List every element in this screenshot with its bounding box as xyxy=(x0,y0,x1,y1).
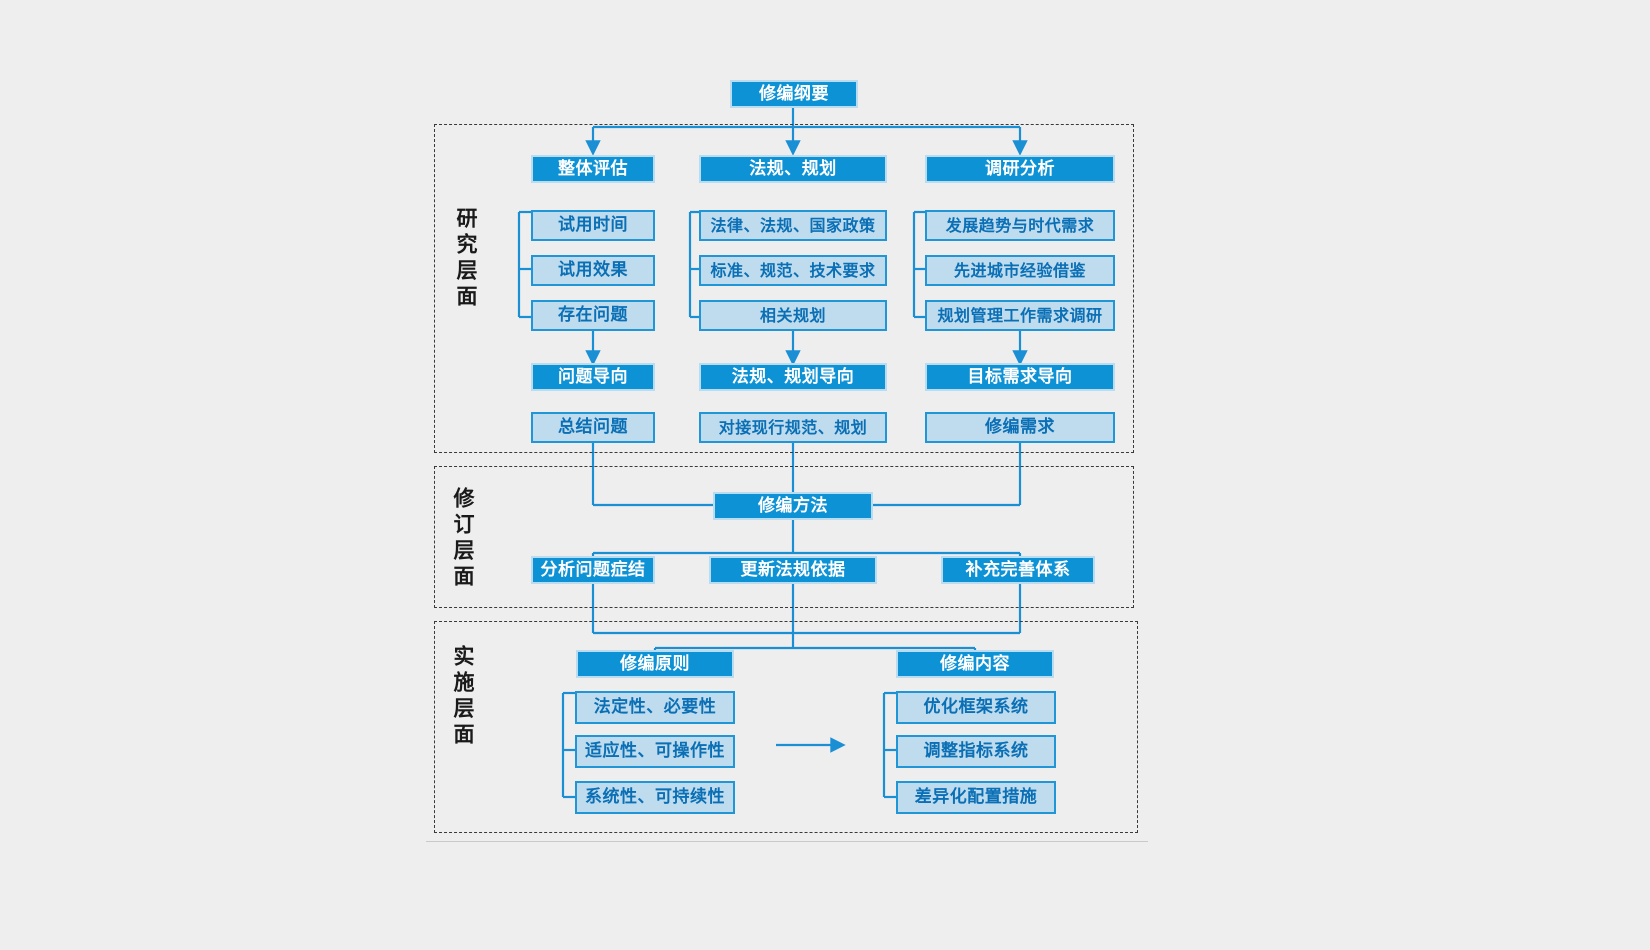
node-research-c2-item-3[interactable]: 相关规划 xyxy=(699,300,887,331)
node-research-c3-item-2[interactable]: 先进城市经验借鉴 xyxy=(925,255,1115,286)
node-implementation-g1-item-1[interactable]: 法定性、必要性 xyxy=(575,691,735,724)
bottom-rule xyxy=(426,841,1148,842)
node-research-c1-item-2[interactable]: 试用效果 xyxy=(531,255,655,286)
node-research-c1-item-3[interactable]: 存在问题 xyxy=(531,300,655,331)
node-research-c1-outcome[interactable]: 总结问题 xyxy=(531,412,655,443)
node-research-c2-item-2[interactable]: 标准、规范、技术要求 xyxy=(699,255,887,286)
node-research-c3-item-3[interactable]: 规划管理工作需求调研 xyxy=(925,300,1115,331)
node-implementation-g2-head[interactable]: 修编内容 xyxy=(896,650,1054,678)
node-implementation-g1-head[interactable]: 修编原则 xyxy=(576,650,734,678)
node-revision-item-3[interactable]: 补充完善体系 xyxy=(941,556,1095,584)
node-research-c3-item-1[interactable]: 发展趋势与时代需求 xyxy=(925,210,1115,241)
node-revision-item-2[interactable]: 更新法规依据 xyxy=(709,556,877,584)
node-research-c1-item-1[interactable]: 试用时间 xyxy=(531,210,655,241)
layer-label-research: 研究层面 xyxy=(454,207,478,311)
layer-container-revision xyxy=(434,466,1134,608)
node-research-head-3[interactable]: 调研分析 xyxy=(925,155,1115,183)
layer-label-revision: 修订层面 xyxy=(451,487,475,591)
node-research-c2-item-1[interactable]: 法律、法规、国家政策 xyxy=(699,210,887,241)
node-root[interactable]: 修编纲要 xyxy=(730,80,858,108)
node-research-c1-orientation[interactable]: 问题导向 xyxy=(531,363,655,391)
node-implementation-g2-item-2[interactable]: 调整指标系统 xyxy=(896,735,1056,768)
node-revision-item-1[interactable]: 分析问题症结 xyxy=(531,556,655,584)
node-research-c3-orientation[interactable]: 目标需求导向 xyxy=(925,363,1115,391)
node-research-head-2[interactable]: 法规、规划 xyxy=(699,155,887,183)
node-research-c3-outcome[interactable]: 修编需求 xyxy=(925,412,1115,443)
node-implementation-g2-item-1[interactable]: 优化框架系统 xyxy=(896,691,1056,724)
node-implementation-g1-item-2[interactable]: 适应性、可操作性 xyxy=(575,735,735,768)
layer-container-implementation xyxy=(434,621,1138,833)
node-implementation-g2-item-3[interactable]: 差异化配置措施 xyxy=(896,781,1056,814)
node-implementation-g1-item-3[interactable]: 系统性、可持续性 xyxy=(575,781,735,814)
node-revision-head[interactable]: 修编方法 xyxy=(713,492,873,520)
node-research-c2-orientation[interactable]: 法规、规划导向 xyxy=(699,363,887,391)
node-research-head-1[interactable]: 整体评估 xyxy=(531,155,655,183)
layer-label-implementation: 实施层面 xyxy=(451,645,475,749)
layer-container-research xyxy=(434,124,1134,453)
node-research-c2-outcome[interactable]: 对接现行规范、规划 xyxy=(699,412,887,443)
